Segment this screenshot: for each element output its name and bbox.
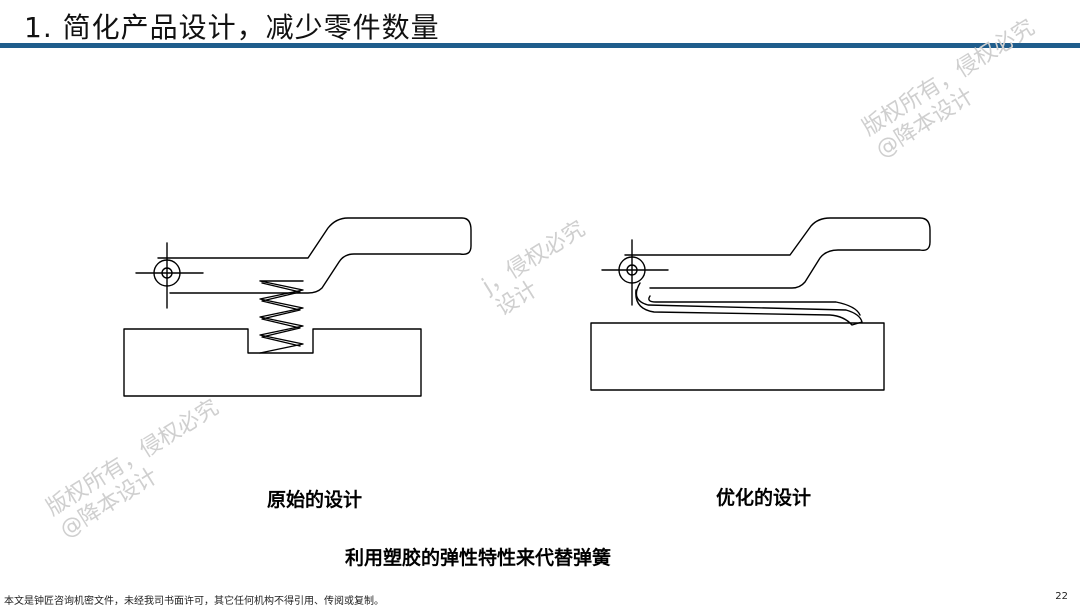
optimized-design-caption: 优化的设计: [716, 487, 812, 509]
title-divider-bar: [0, 43, 1080, 48]
confidentiality-notice: 本文是钟匠咨询机密文件，未经我司书面许可，其它任何机构不得引用、传阅或复制。: [4, 596, 384, 607]
base-block: [590, 322, 885, 391]
plastic-spring-arm: [635, 282, 863, 326]
compression-spring: [259, 280, 304, 354]
original-design-caption: 原始的设计: [267, 489, 363, 511]
figure-subtitle: 利用塑胶的弹性特性来代替弹簧: [345, 547, 612, 569]
lever-arm: [624, 217, 931, 289]
page-number: 22: [1055, 591, 1068, 602]
optimized-design-drawing: [590, 217, 931, 391]
slide-title: 1. 简化产品设计，减少零件数量: [24, 11, 440, 44]
base-block: [123, 328, 422, 397]
original-design-drawing: [123, 217, 472, 397]
lever-arm: [157, 217, 472, 294]
